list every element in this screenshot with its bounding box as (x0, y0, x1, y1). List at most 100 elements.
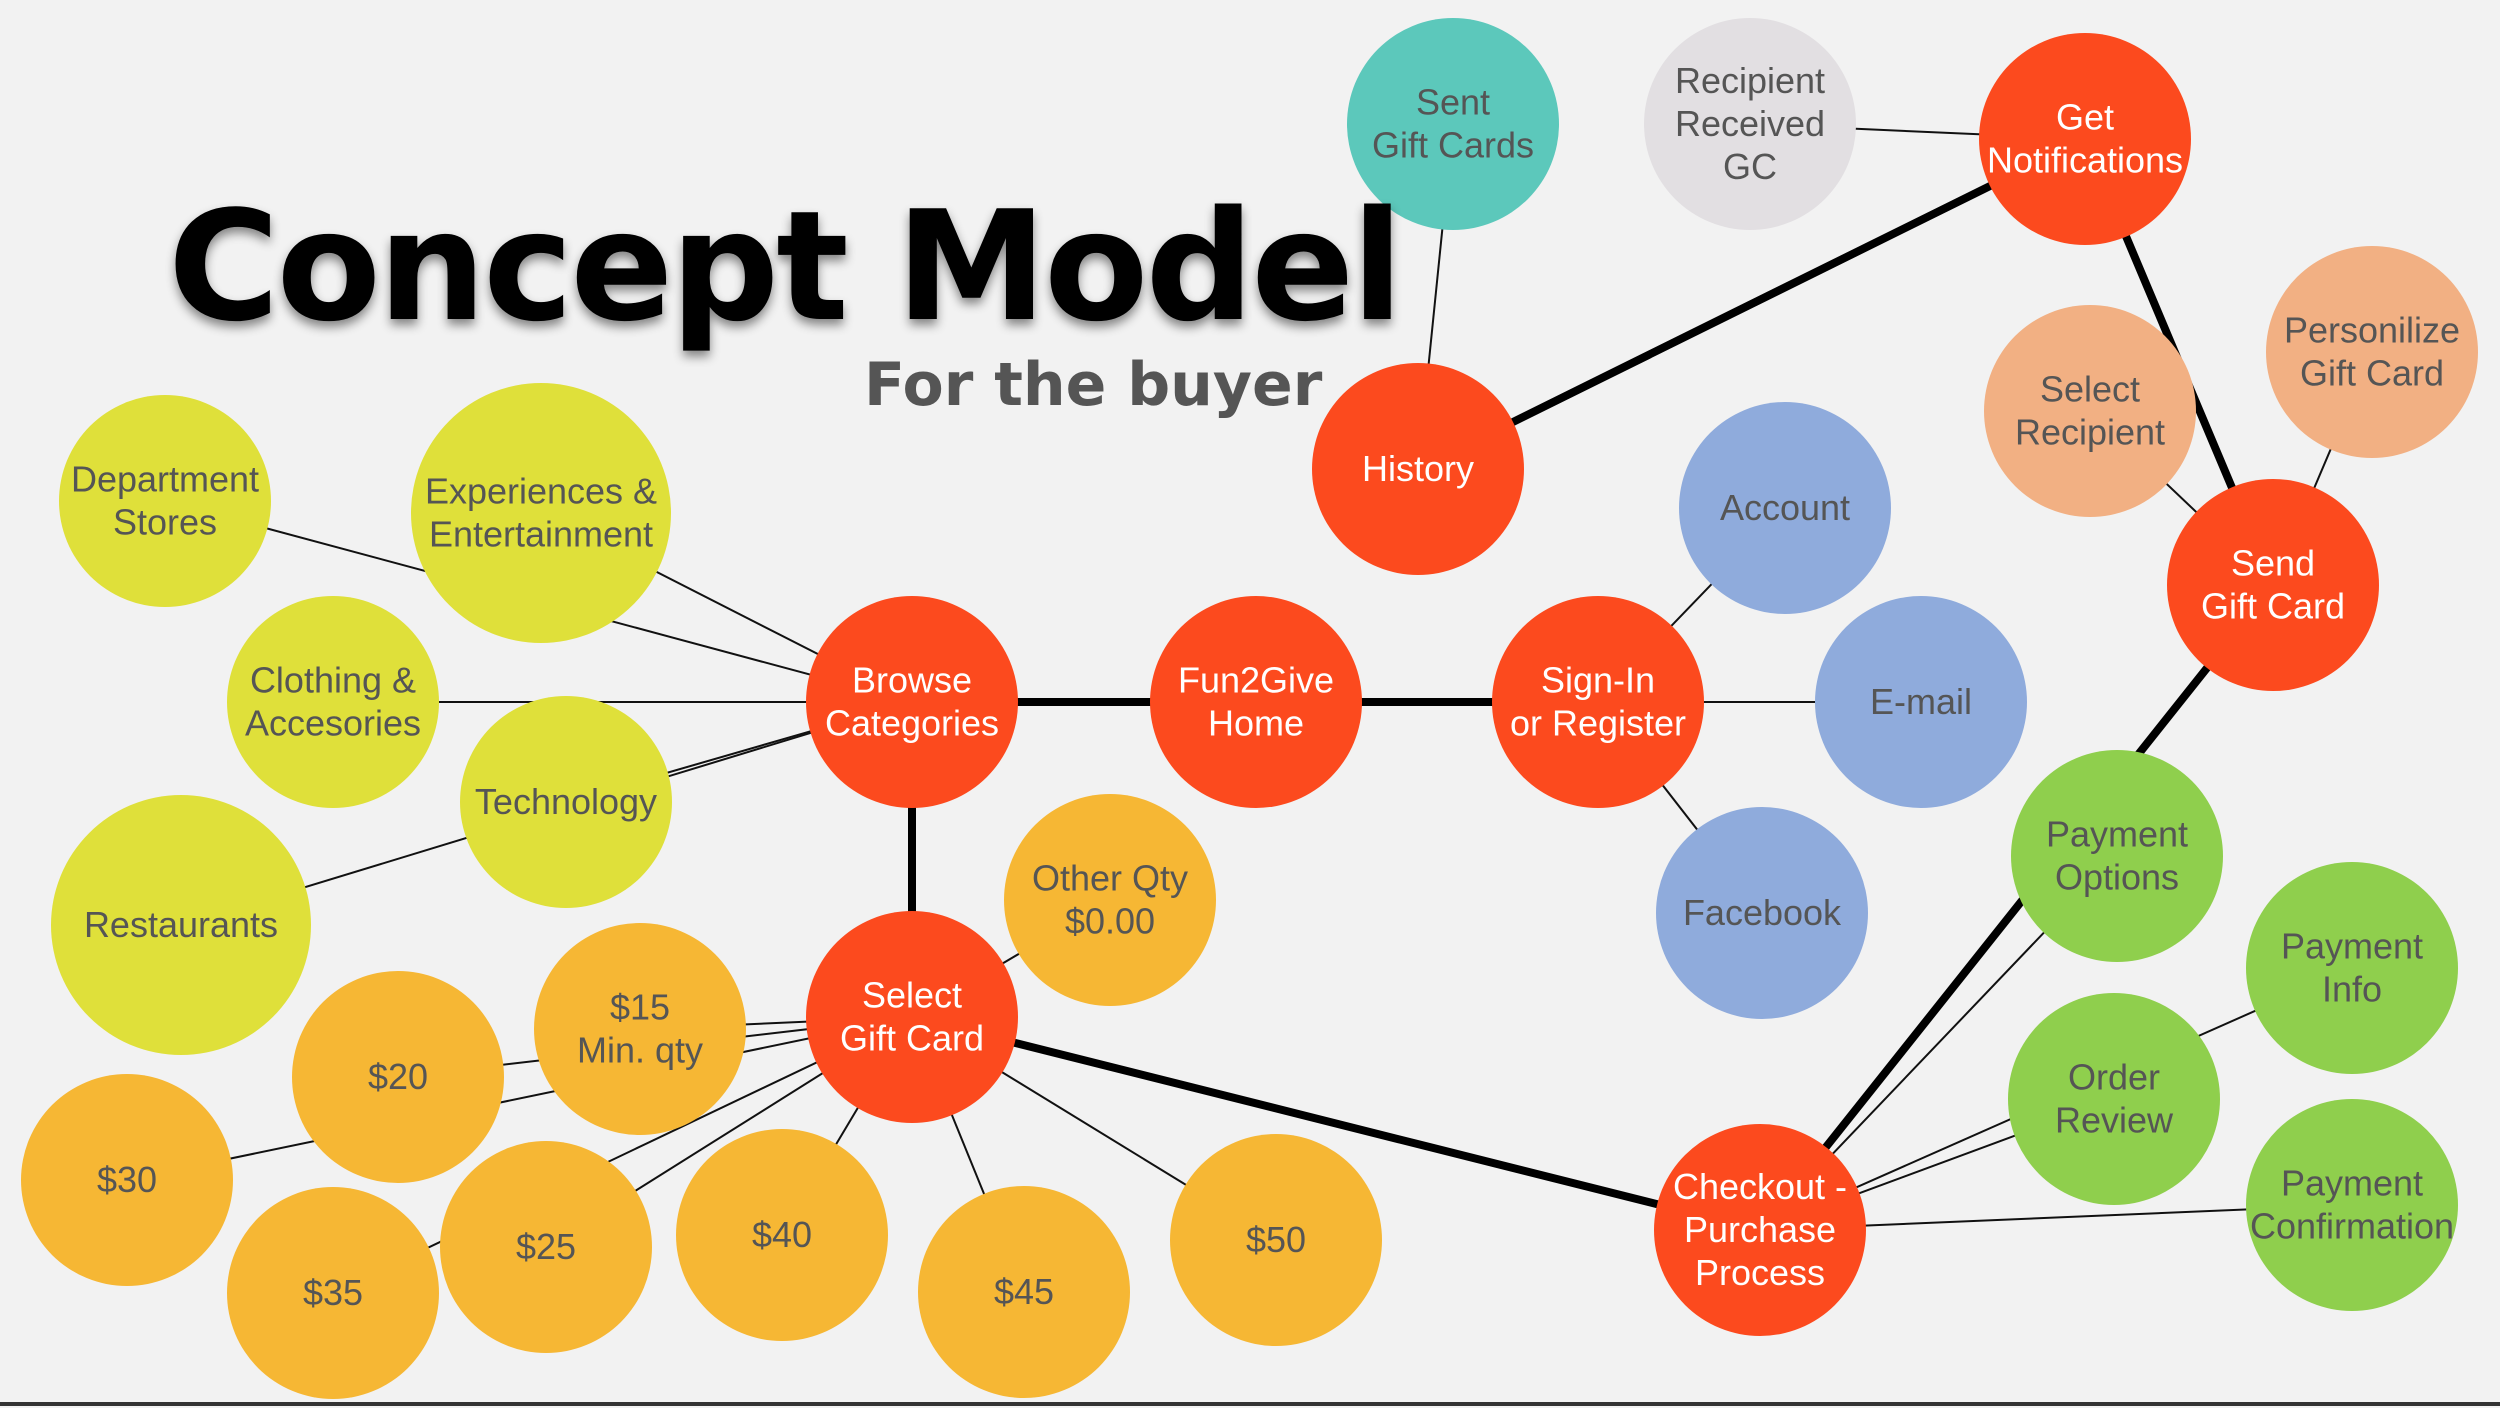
node-label-recipient_received-1: Received (1675, 103, 1825, 144)
node-circle-browse (806, 596, 1018, 808)
node-label-select_gc-1: Gift Card (840, 1018, 984, 1059)
node-label-signin-1: or Register (1510, 703, 1686, 744)
node-amt50: $50 (1170, 1134, 1382, 1346)
node-label-dept_stores-1: Stores (113, 502, 217, 543)
node-circle-technology (460, 696, 672, 908)
node-circle-send_gc (2167, 479, 2379, 691)
node-circle-checkout (1654, 1124, 1866, 1336)
node-label-restaurants-0: Restaurants (84, 904, 278, 945)
node-label-get_notif-1: Notifications (1987, 140, 2183, 181)
node-label-experiences-1: Entertainment (429, 514, 653, 555)
node-circle-amt30 (21, 1074, 233, 1286)
node-circle-payment_info (2246, 862, 2458, 1074)
node-restaurants: Restaurants (51, 795, 311, 1055)
node-label-select_recipient-0: Select (2040, 369, 2140, 410)
node-amt40: $40 (676, 1129, 888, 1341)
edge-checkout-send_gc (1756, 582, 2277, 1233)
node-label-payment_info-1: Info (2322, 969, 2382, 1010)
node-label-amt35-0: $35 (303, 1272, 363, 1313)
node-label-facebook-0: Facebook (1683, 892, 1842, 933)
node-amt20: $20 (292, 971, 504, 1183)
edge-history-get_notif (1416, 135, 2087, 473)
edge-select_gc-checkout (911, 1013, 1761, 1234)
node-circle-dept_stores (59, 395, 271, 607)
edge-select_gc-amt35 (332, 1016, 913, 1294)
node-label-other_qty-0: Other Qty (1032, 858, 1188, 899)
node-history: History (1312, 363, 1524, 575)
node-label-payment_info-0: Payment (2281, 926, 2423, 967)
node-circle-amt40 (676, 1129, 888, 1341)
node-circle-payment_confirmation (2246, 1099, 2458, 1311)
node-label-send_gc-0: Send (2231, 543, 2315, 584)
node-circle-amt25 (440, 1141, 652, 1353)
node-circle-amt35 (227, 1187, 439, 1399)
node-clothing: Clothing &Accesories (227, 596, 439, 808)
bottom-divider (0, 1402, 2500, 1406)
node-label-amt45-0: $45 (994, 1271, 1054, 1312)
node-experiences: Experiences &Entertainment (411, 383, 671, 643)
node-label-signin-0: Sign-In (1541, 660, 1655, 701)
page-subtitle: For the buyer (864, 350, 1323, 420)
node-label-amt25-0: $25 (516, 1226, 576, 1267)
node-circle-personalize (2266, 246, 2478, 458)
node-label-amt30-0: $30 (97, 1159, 157, 1200)
node-label-get_notif-0: Get (2056, 97, 2114, 138)
node-circle-other_qty (1004, 794, 1216, 1006)
node-label-recipient_received-2: GC (1723, 146, 1777, 187)
node-label-amt40-0: $40 (752, 1214, 812, 1255)
node-label-checkout-0: Checkout - (1673, 1166, 1847, 1207)
node-label-clothing-0: Clothing & (250, 660, 416, 701)
node-label-payment_confirmation-1: Confirmation (2250, 1206, 2454, 1247)
node-circle-experiences (411, 383, 671, 643)
node-label-other_qty-1: $0.00 (1065, 901, 1155, 942)
node-circle-get_notif (1979, 33, 2191, 245)
node-label-email-0: E-mail (1870, 681, 1972, 722)
node-label-payment_options-1: Options (2055, 857, 2179, 898)
node-label-fun2give-0: Fun2Give (1178, 660, 1334, 701)
node-label-account-0: Account (1720, 487, 1850, 528)
node-amt30: $30 (21, 1074, 233, 1286)
node-label-checkout-1: Purchase (1684, 1209, 1836, 1250)
node-label-experiences-0: Experiences & (425, 471, 657, 512)
node-other_qty: Other Qty$0.00 (1004, 794, 1216, 1006)
node-circle-signin (1492, 596, 1704, 808)
node-label-amt50-0: $50 (1246, 1219, 1306, 1260)
node-label-amt15-0: $15 (610, 987, 670, 1028)
node-label-amt20-0: $20 (368, 1056, 428, 1097)
node-account: Account (1679, 402, 1891, 614)
node-circle-amt45 (918, 1186, 1130, 1398)
node-label-order_review-1: Review (2055, 1100, 2174, 1141)
node-circle-clothing (227, 596, 439, 808)
node-email: E-mail (1815, 596, 2027, 808)
node-label-technology-0: Technology (475, 781, 657, 822)
node-label-select_recipient-1: Recipient (2015, 412, 2165, 453)
node-facebook: Facebook (1656, 807, 1868, 1019)
node-label-select_gc-0: Select (862, 975, 962, 1016)
node-label-sent_gc-0: Sent (1416, 82, 1490, 123)
node-technology: Technology (460, 696, 672, 908)
node-circle-amt50 (1170, 1134, 1382, 1346)
node-label-dept_stores-0: Department (71, 459, 259, 500)
node-circle-email (1815, 596, 2027, 808)
node-label-send_gc-1: Gift Card (2201, 586, 2345, 627)
node-label-payment_confirmation-0: Payment (2281, 1163, 2423, 1204)
node-circle-history (1312, 363, 1524, 575)
node-label-recipient_received-0: Recipient (1675, 60, 1825, 101)
node-label-checkout-2: Process (1695, 1252, 1825, 1293)
node-circle-amt20 (292, 971, 504, 1183)
node-label-payment_options-0: Payment (2046, 814, 2188, 855)
node-circle-order_review (2008, 993, 2220, 1205)
node-circle-account (1679, 402, 1891, 614)
node-circle-sent_gc (1347, 18, 1559, 230)
